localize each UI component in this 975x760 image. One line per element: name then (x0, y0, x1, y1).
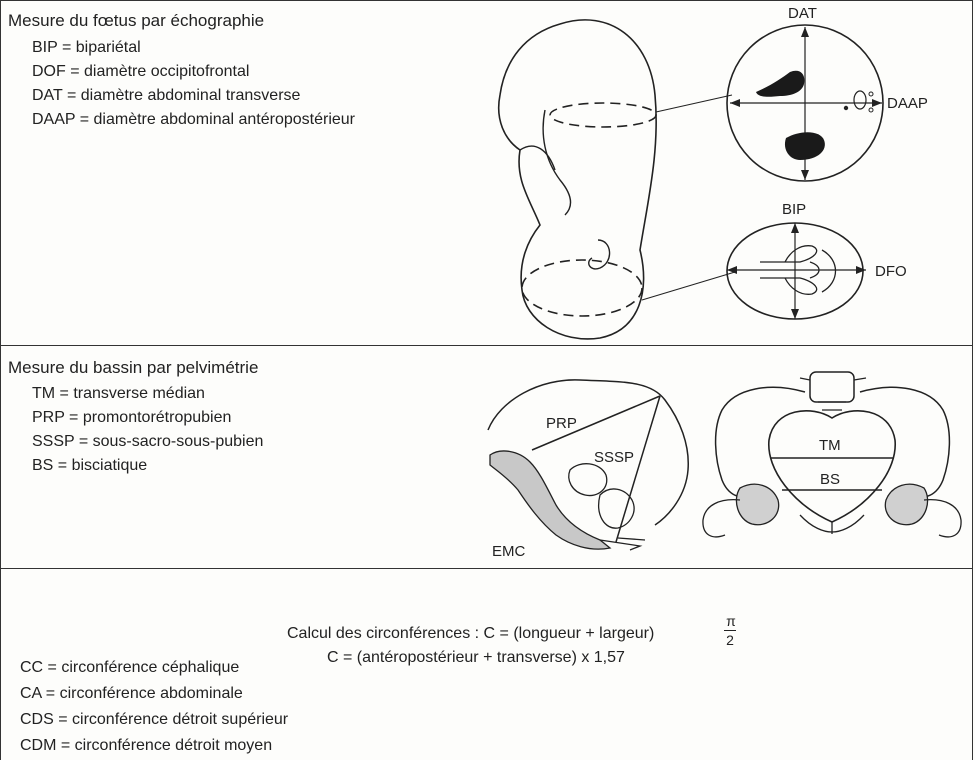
vessel-small-2 (869, 108, 873, 112)
circ-item-cc: CC = circonférence céphalique (20, 660, 239, 676)
liver-blob (756, 71, 804, 97)
abdominal-section-ellipse (550, 103, 656, 127)
dat-arrow-bottom (801, 170, 809, 180)
formula-line-2: C = (antéropostérieur + transverse) x 1,… (327, 650, 625, 666)
pi-symbol: π (724, 614, 738, 628)
bip-arrow-bottom (791, 309, 799, 319)
fetus-illustration: DAT DAAP BIP DFO (0, 0, 975, 346)
abdomen-leader-line (656, 95, 732, 112)
stomach-dot (844, 106, 848, 110)
vessel-small-1 (869, 92, 873, 96)
fetus-arm (543, 110, 570, 215)
fetus-body-outline (499, 20, 656, 339)
bip-label: BIP (782, 201, 806, 218)
vessel-ring (854, 91, 866, 109)
fetus-leg (520, 146, 555, 170)
pelvis-item-prp: PRP = promontorétropubien (32, 410, 231, 426)
pelvis-item-bs: BS = bisciatique (32, 458, 147, 474)
dfo-label: DFO (875, 263, 907, 280)
daap-arrow-left (730, 99, 740, 107)
dat-arrow-top (801, 27, 809, 37)
circ-item-ca: CA = circonférence abdominale (20, 686, 243, 702)
bip-arrow-top (791, 223, 799, 233)
dfo-arrow-right (856, 266, 866, 274)
daap-label: DAAP (887, 95, 928, 112)
spine-blob (785, 132, 825, 160)
circ-item-cdm: CDM = circonférence détroit moyen (20, 738, 272, 754)
daap-arrow-right (872, 99, 882, 107)
fraction-denominator: 2 (723, 633, 737, 647)
pelvis-item-tm: TM = transverse médian (32, 386, 205, 402)
fetus-ear (589, 240, 610, 269)
pelvis-item-sssp: SSSP = sous-sacro-sous-pubien (32, 434, 263, 450)
fraction-bar (724, 630, 736, 631)
head-section-ellipse (522, 260, 642, 316)
formula-line-1: Calcul des circonférences : C = (longueu… (287, 626, 654, 642)
pelvis-title: Mesure du bassin par pelvimétrie (8, 359, 258, 376)
dat-label: DAT (788, 5, 817, 22)
circ-item-cds: CDS = circonférence détroit supérieur (20, 712, 288, 728)
head-leader-line (642, 272, 735, 300)
